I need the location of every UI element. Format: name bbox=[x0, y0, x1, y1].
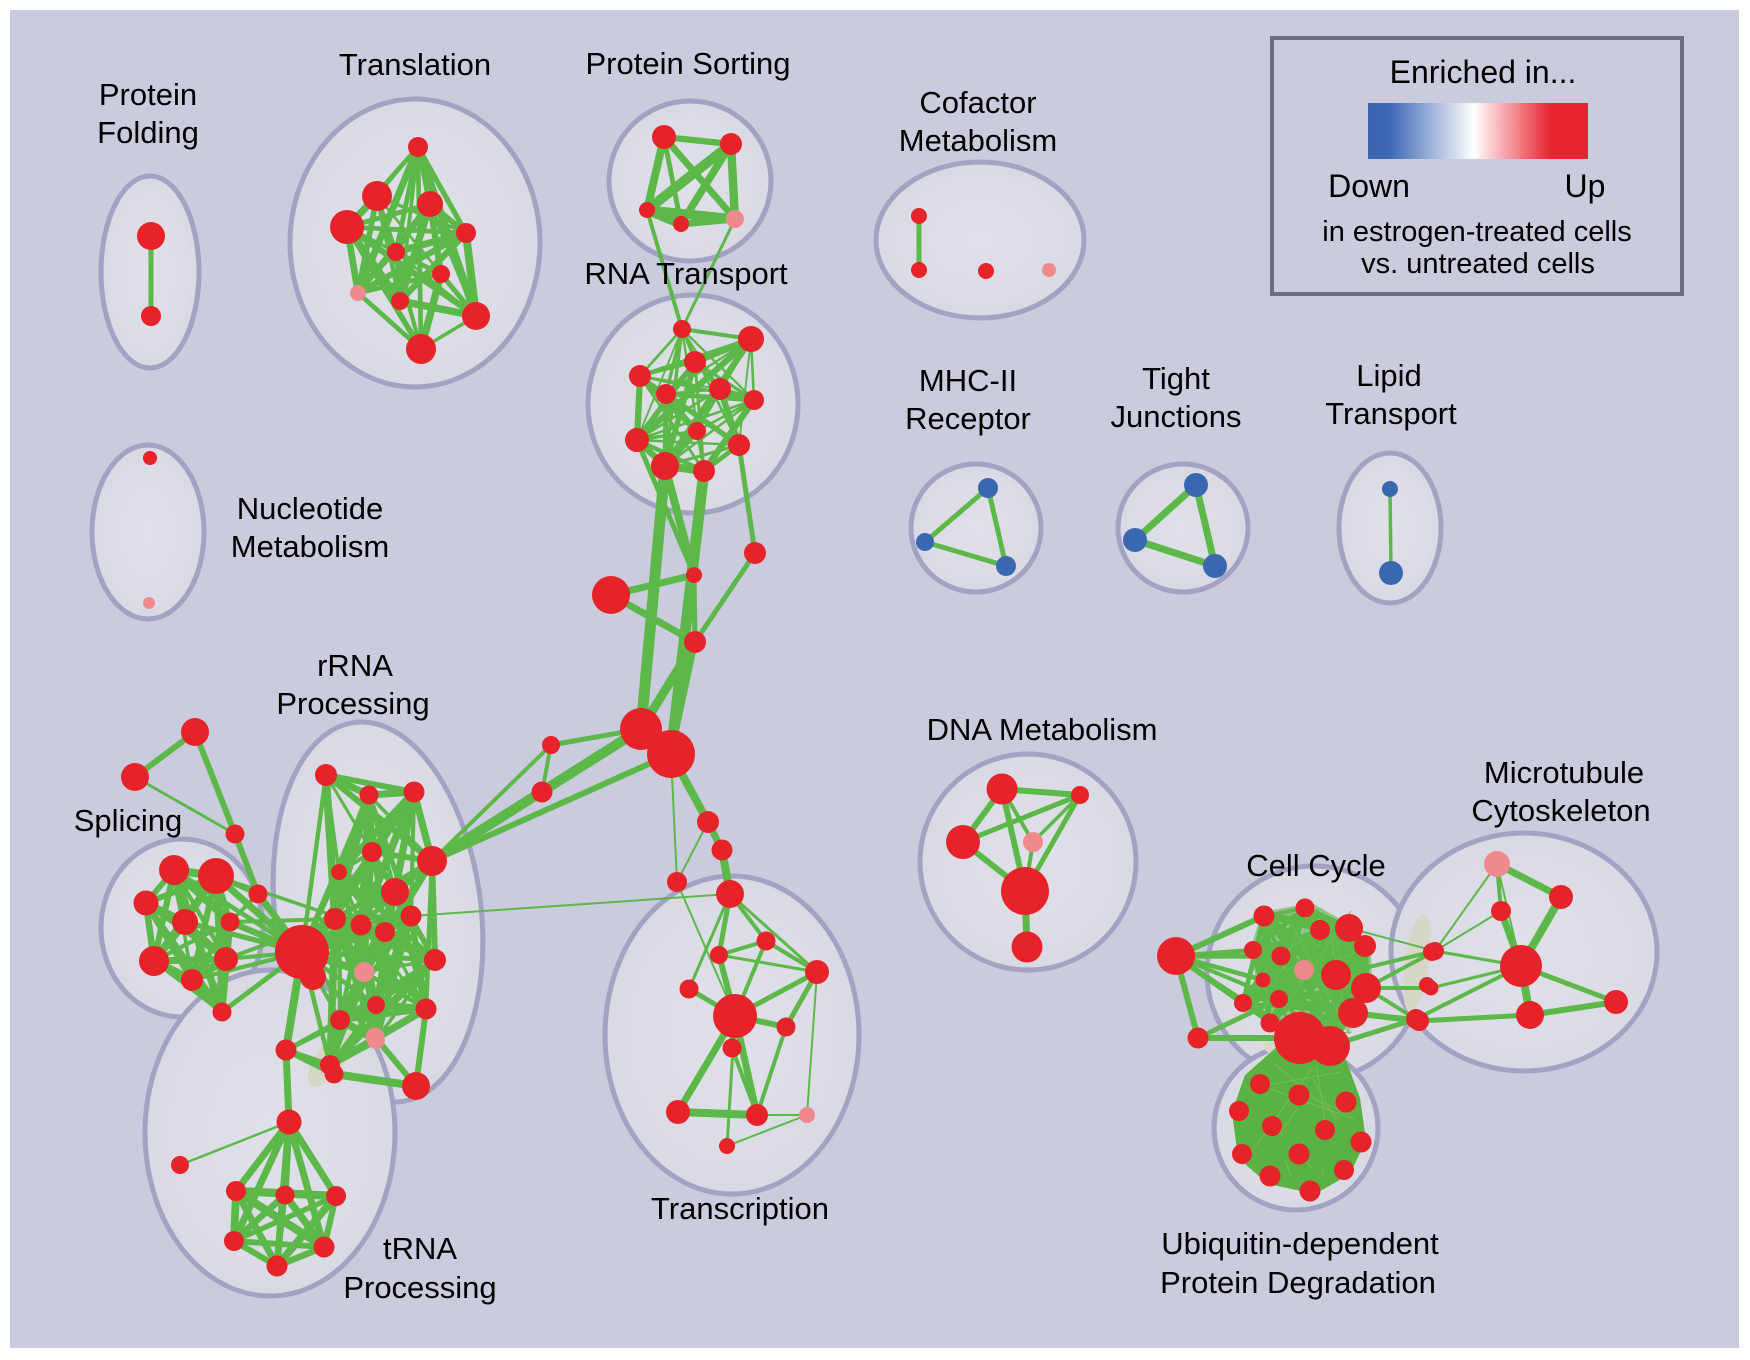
svg-text:Ubiquitin-dependent: Ubiquitin-dependent bbox=[1161, 1226, 1439, 1261]
svg-text:Lipid: Lipid bbox=[1356, 358, 1422, 393]
svg-text:Cofactor: Cofactor bbox=[919, 85, 1036, 120]
svg-text:Cytoskeleton: Cytoskeleton bbox=[1471, 793, 1650, 828]
svg-text:rRNA: rRNA bbox=[317, 648, 393, 683]
svg-text:vs. untreated cells: vs. untreated cells bbox=[1361, 248, 1595, 280]
svg-text:Nucleotide: Nucleotide bbox=[237, 491, 383, 526]
svg-text:RNA Transport: RNA Transport bbox=[584, 256, 788, 291]
svg-text:Processing: Processing bbox=[343, 1270, 496, 1305]
svg-text:MHC-II: MHC-II bbox=[919, 363, 1017, 398]
svg-text:Splicing: Splicing bbox=[74, 803, 183, 838]
svg-text:Transcription: Transcription bbox=[651, 1191, 829, 1226]
svg-text:Transport: Transport bbox=[1325, 396, 1457, 431]
svg-text:Microtubule: Microtubule bbox=[1484, 755, 1644, 790]
svg-text:Receptor: Receptor bbox=[905, 401, 1031, 436]
svg-text:Folding: Folding bbox=[97, 115, 199, 150]
svg-text:Protein Degradation: Protein Degradation bbox=[1160, 1265, 1436, 1300]
svg-text:Up: Up bbox=[1565, 168, 1606, 204]
svg-text:Tight: Tight bbox=[1142, 361, 1210, 396]
svg-text:Enriched in...: Enriched in... bbox=[1390, 54, 1577, 90]
svg-text:Metabolism: Metabolism bbox=[231, 529, 390, 564]
svg-text:Processing: Processing bbox=[276, 686, 429, 721]
svg-text:Metabolism: Metabolism bbox=[899, 123, 1058, 158]
svg-text:Junctions: Junctions bbox=[1111, 399, 1242, 434]
svg-text:Protein Sorting: Protein Sorting bbox=[585, 46, 790, 81]
svg-text:Protein: Protein bbox=[99, 77, 197, 112]
svg-text:Translation: Translation bbox=[339, 47, 491, 82]
svg-text:Down: Down bbox=[1328, 168, 1410, 204]
svg-text:in estrogen-treated cells: in estrogen-treated cells bbox=[1322, 216, 1632, 248]
svg-text:tRNA: tRNA bbox=[383, 1231, 457, 1266]
svg-text:DNA Metabolism: DNA Metabolism bbox=[927, 712, 1158, 747]
svg-text:Cell Cycle: Cell Cycle bbox=[1246, 848, 1386, 883]
